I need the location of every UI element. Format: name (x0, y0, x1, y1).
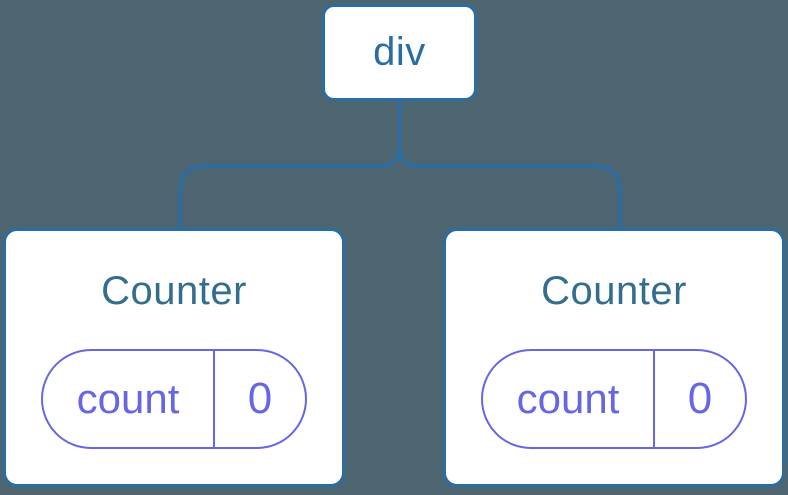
counter-left-state-key: count (76, 375, 180, 422)
counter-right-state-key: count (516, 375, 620, 422)
counter-left-state-value: 0 (213, 351, 305, 447)
root-node-label: div (373, 30, 426, 74)
counter-right-state-pill: count 0 (481, 349, 747, 449)
counter-right-state-value: 0 (653, 351, 745, 447)
root-node-div: div (322, 4, 477, 101)
counter-node-right: Counter count 0 (443, 228, 785, 487)
counter-left-title: Counter (101, 269, 247, 313)
connector-branch-right (397, 144, 622, 231)
connector-branch-left (178, 144, 402, 231)
counter-right-title: Counter (541, 269, 687, 313)
counter-node-left: Counter count 0 (3, 228, 345, 487)
counter-left-state-pill: count 0 (41, 349, 307, 449)
